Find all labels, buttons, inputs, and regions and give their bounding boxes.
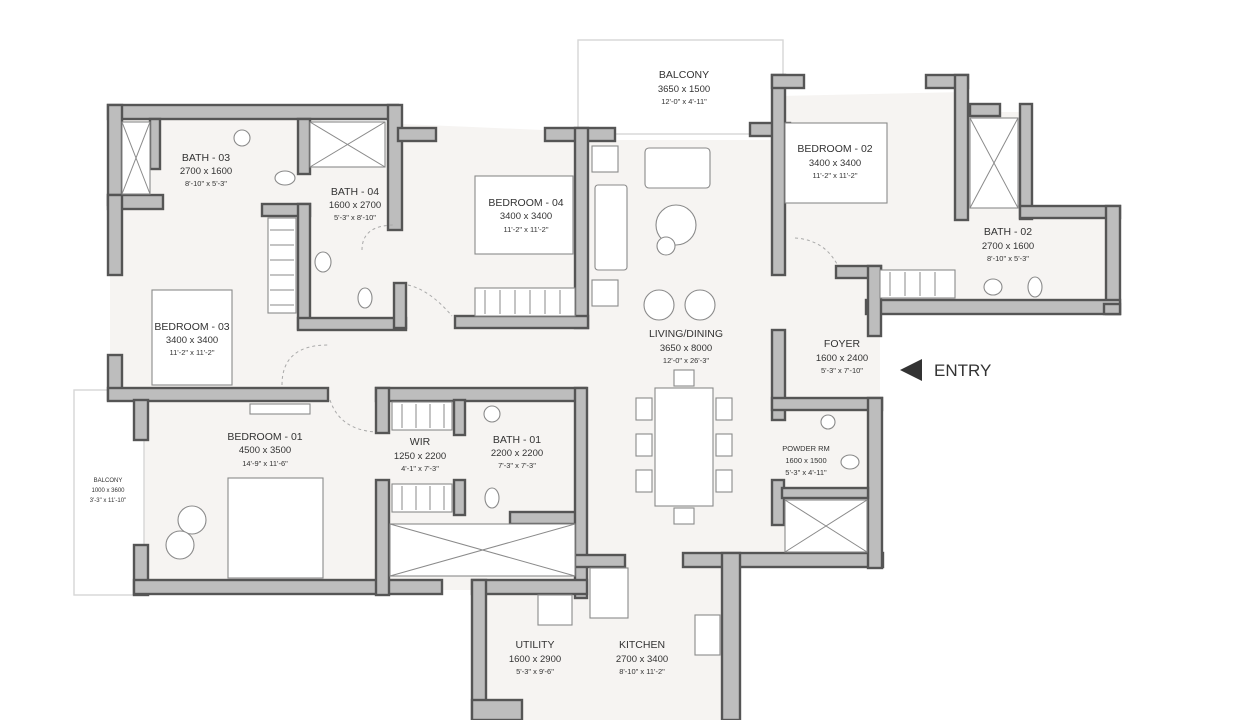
svg-text:1250 x 2200: 1250 x 2200: [394, 451, 446, 462]
svg-text:BALCONY: BALCONY: [659, 69, 709, 81]
balcony-side: [73, 389, 145, 596]
svg-text:5'-3" x 7'-10": 5'-3" x 7'-10": [821, 366, 863, 375]
svg-text:8'-10" x 5'-3": 8'-10" x 5'-3": [185, 179, 227, 188]
room-label-bath-03: BATH - 03 2700 x 1600 8'-10" x 5'-3": [180, 152, 232, 188]
walls: [106, 73, 1122, 720]
room-label-powder-rm: POWDER RM 1600 x 1500 5'-3" x 4'-11": [782, 444, 830, 477]
svg-text:3650 x 8000: 3650 x 8000: [660, 343, 712, 354]
room-label-wir: WIR 1250 x 2200 4'-1" x 7'-3": [394, 436, 446, 473]
svg-text:BEDROOM - 02: BEDROOM - 02: [797, 143, 872, 155]
svg-text:4500 x 3500: 4500 x 3500: [239, 445, 291, 456]
room-label-balcony-top: BALCONY 3650 x 1500 12'-0" x 4'-11": [658, 69, 710, 106]
entry-label: ENTRY: [934, 361, 991, 380]
svg-text:BATH - 01: BATH - 01: [493, 434, 541, 446]
room-label-kitchen: KITCHEN 2700 x 3400 8'-10" x 11'-2": [616, 639, 668, 676]
room-label-bedroom-01: BEDROOM - 01 4500 x 3500 14'-9" x 11'-6": [227, 431, 302, 468]
room-label-bedroom-04: BEDROOM - 04 3400 x 3400 11'-2" x 11'-2": [488, 197, 563, 234]
svg-text:BEDROOM - 01: BEDROOM - 01: [227, 431, 302, 443]
svg-text:1600 x 1500: 1600 x 1500: [785, 456, 826, 465]
svg-text:WIR: WIR: [410, 436, 431, 448]
svg-text:5'-3" x 4'-11": 5'-3" x 4'-11": [785, 468, 827, 477]
svg-text:11'-2" x 11'-2": 11'-2" x 11'-2": [812, 171, 857, 180]
svg-text:8'-10" x 5'-3": 8'-10" x 5'-3": [987, 254, 1029, 263]
svg-text:3400 x 3400: 3400 x 3400: [500, 211, 552, 222]
svg-text:2700 x 1600: 2700 x 1600: [982, 241, 1034, 252]
svg-text:1600 x 2400: 1600 x 2400: [816, 353, 868, 364]
svg-text:3400 x 3400: 3400 x 3400: [166, 335, 218, 346]
svg-text:1000 x 3600: 1000 x 3600: [91, 488, 125, 494]
svg-text:12'-0" x 26'-3": 12'-0" x 26'-3": [663, 356, 709, 365]
svg-text:2700 x 3400: 2700 x 3400: [616, 654, 668, 665]
svg-text:BATH - 04: BATH - 04: [331, 186, 379, 198]
svg-text:UTILITY: UTILITY: [515, 639, 554, 651]
room-label-bath-01: BATH - 01 2200 x 2200 7'-3" x 7'-3": [491, 434, 543, 470]
room-label-bath-02: BATH - 02 2700 x 1600 8'-10" x 5'-3": [982, 226, 1034, 263]
svg-text:2700 x 1600: 2700 x 1600: [180, 166, 232, 177]
svg-text:5'-3" x 8'-10": 5'-3" x 8'-10": [334, 213, 376, 222]
svg-text:3400 x 3400: 3400 x 3400: [809, 158, 861, 169]
room-label-living-dining: LIVING/DINING 3650 x 8000 12'-0" x 26'-3…: [649, 328, 723, 365]
room-label-bedroom-02: BEDROOM - 02 3400 x 3400 11'-2" x 11'-2": [797, 143, 872, 180]
svg-text:FOYER: FOYER: [824, 338, 861, 350]
svg-text:BATH - 02: BATH - 02: [984, 226, 1032, 238]
door-swings: [281, 224, 839, 433]
room-label-bedroom-03: BEDROOM - 03 3400 x 3400 11'-2" x 11'-2": [154, 321, 229, 357]
room-label-utility: UTILITY 1600 x 2900 5'-3" x 9'-6": [509, 639, 561, 676]
svg-text:BALCONY: BALCONY: [94, 478, 123, 484]
svg-text:1600 x 2700: 1600 x 2700: [329, 200, 381, 211]
svg-text:KITCHEN: KITCHEN: [619, 639, 665, 651]
svg-text:BATH - 03: BATH - 03: [182, 152, 230, 164]
svg-text:2200 x 2200: 2200 x 2200: [491, 448, 543, 459]
svg-text:11'-2" x 11'-2": 11'-2" x 11'-2": [169, 348, 214, 357]
fixtures: [121, 117, 1043, 656]
room-label-balcony-side: BALCONY 1000 x 3600 3'-3" x 11'-10": [90, 478, 126, 504]
svg-text:BEDROOM - 03: BEDROOM - 03: [154, 321, 229, 333]
room-label-bath-04: BATH - 04 1600 x 2700 5'-3" x 8'-10": [329, 186, 381, 222]
room-label-foyer: FOYER 1600 x 2400 5'-3" x 7'-10": [816, 338, 868, 375]
svg-text:14'-9" x 11'-6": 14'-9" x 11'-6": [242, 459, 288, 468]
svg-text:3'-3" x 11'-10": 3'-3" x 11'-10": [90, 498, 126, 504]
svg-text:1600 x 2900: 1600 x 2900: [509, 654, 561, 665]
svg-text:BEDROOM - 04: BEDROOM - 04: [488, 197, 563, 209]
entry-marker: ENTRY: [900, 359, 991, 381]
svg-text:3650 x 1500: 3650 x 1500: [658, 84, 710, 95]
svg-text:7'-3" x 7'-3": 7'-3" x 7'-3": [498, 461, 536, 470]
svg-text:11'-2" x 11'-2": 11'-2" x 11'-2": [503, 225, 548, 234]
svg-text:5'-3" x 9'-6": 5'-3" x 9'-6": [516, 667, 554, 676]
arrow-left-icon: [900, 359, 922, 381]
svg-text:POWDER RM: POWDER RM: [782, 444, 830, 453]
svg-text:LIVING/DINING: LIVING/DINING: [649, 328, 723, 340]
svg-text:12'-0" x 4'-11": 12'-0" x 4'-11": [661, 97, 707, 106]
svg-text:8'-10" x 11'-2": 8'-10" x 11'-2": [619, 667, 665, 676]
svg-text:4'-1" x 7'-3": 4'-1" x 7'-3": [401, 464, 439, 473]
